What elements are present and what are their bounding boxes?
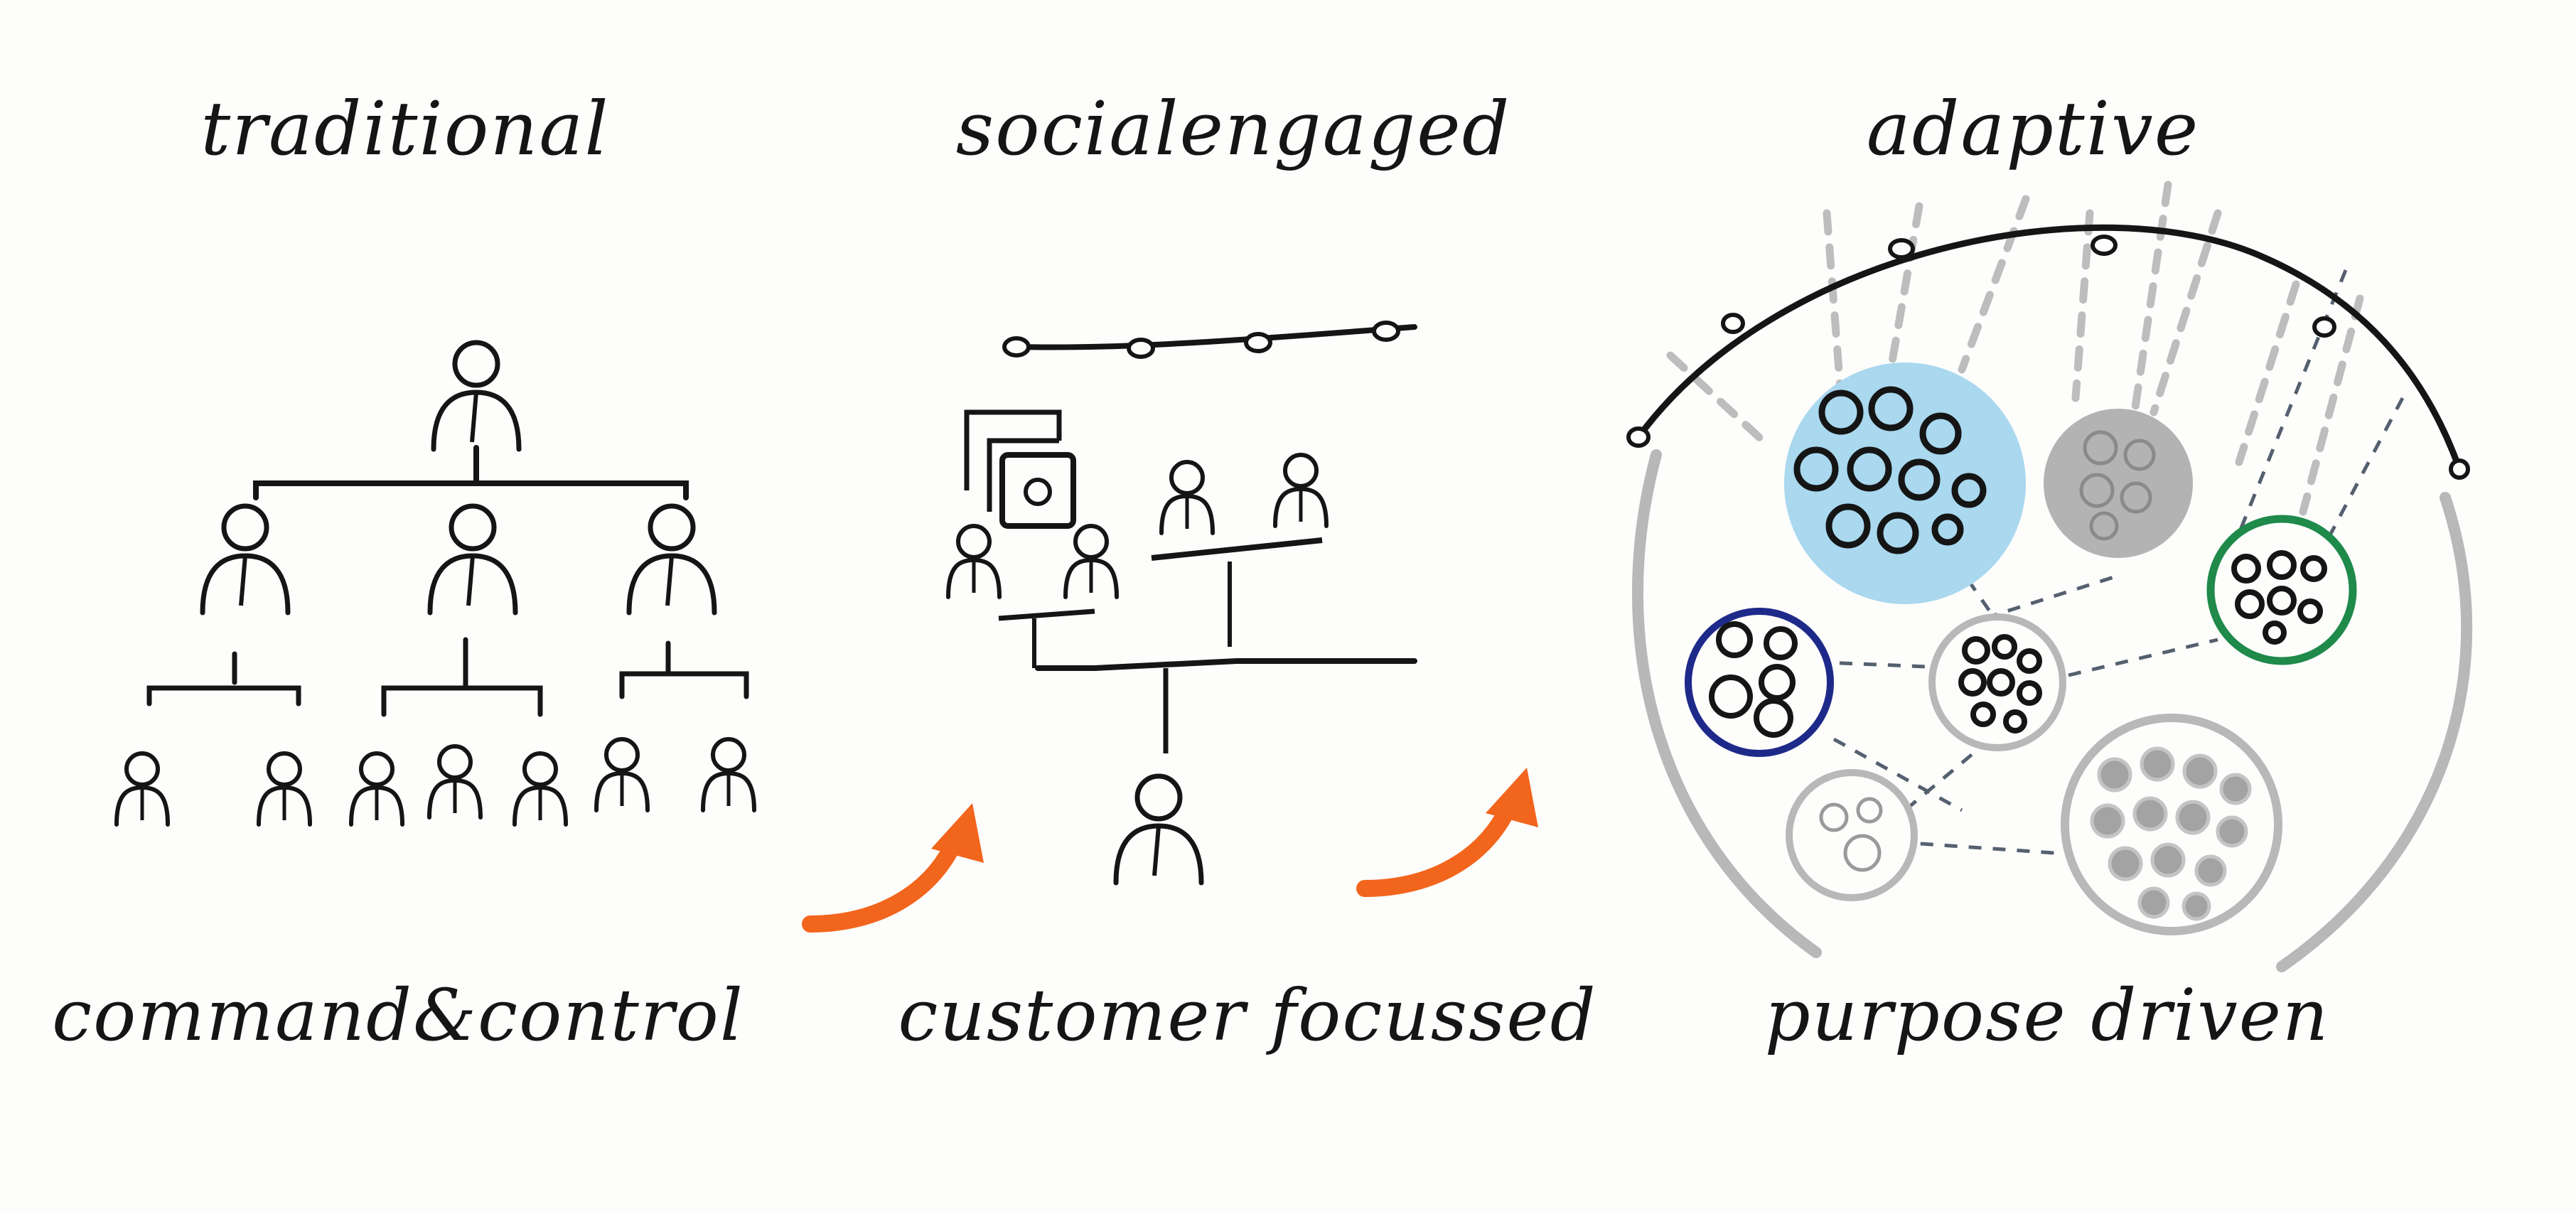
team-circle-icon (1685, 608, 1834, 757)
person-icon (259, 753, 310, 824)
node-icon (1721, 313, 1745, 334)
panel-caption-traditional: command&control (52, 974, 744, 1057)
team-circle-icon (2206, 515, 2357, 665)
person-icon (434, 343, 519, 449)
team-circle-icon (2061, 714, 2282, 935)
panel-title-traditional: traditional (200, 85, 610, 172)
connector-line (619, 640, 749, 699)
node-icon (2449, 458, 2470, 480)
person-icon (703, 739, 754, 810)
connector-line (1014, 324, 1417, 350)
node-icon (2312, 316, 2336, 338)
person-icon (515, 753, 566, 824)
person-icon (629, 506, 714, 613)
socialengaged-network (948, 321, 1417, 883)
node-icon (1888, 238, 1915, 259)
card-icon (999, 452, 1076, 529)
frame-line (987, 438, 1059, 512)
arrow-icon (1365, 768, 1538, 888)
traditional-hierarchy (117, 343, 754, 824)
person-icon (596, 739, 648, 810)
connector-line (253, 445, 689, 500)
connector-line (146, 651, 301, 707)
person-icon (430, 506, 515, 613)
node-icon (1127, 338, 1155, 359)
adaptive-network (1626, 181, 2473, 972)
node-icon (1002, 336, 1031, 358)
node-icon (1626, 426, 1651, 448)
person-icon (1066, 526, 1117, 597)
frame-line (964, 409, 1062, 490)
person-icon (203, 506, 288, 613)
person-icon (117, 753, 168, 824)
connector-line (381, 637, 543, 717)
person-icon (948, 526, 999, 597)
panel-caption-adaptive: purpose driven (1764, 974, 2330, 1057)
node-icon (1372, 321, 1400, 342)
node-icon (1244, 332, 1272, 353)
node-icon (2091, 235, 2118, 256)
team-circle-icon (1928, 613, 2066, 751)
team-circle-icon (2044, 409, 2193, 558)
arrow-icon (810, 803, 984, 924)
panel-title-socialengaged: socialengaged (955, 85, 1511, 172)
team-circle-icon (1784, 362, 2026, 604)
panel-caption-socialengaged: customer focussed (898, 974, 1597, 1057)
team-circle-icon (1786, 769, 1918, 901)
person-icon (351, 753, 402, 824)
person-icon (429, 746, 481, 817)
person-icon (1161, 462, 1213, 533)
person-icon (1275, 455, 1326, 526)
person-icon (1116, 776, 1201, 883)
panel-title-adaptive: adaptive (1866, 85, 2200, 172)
